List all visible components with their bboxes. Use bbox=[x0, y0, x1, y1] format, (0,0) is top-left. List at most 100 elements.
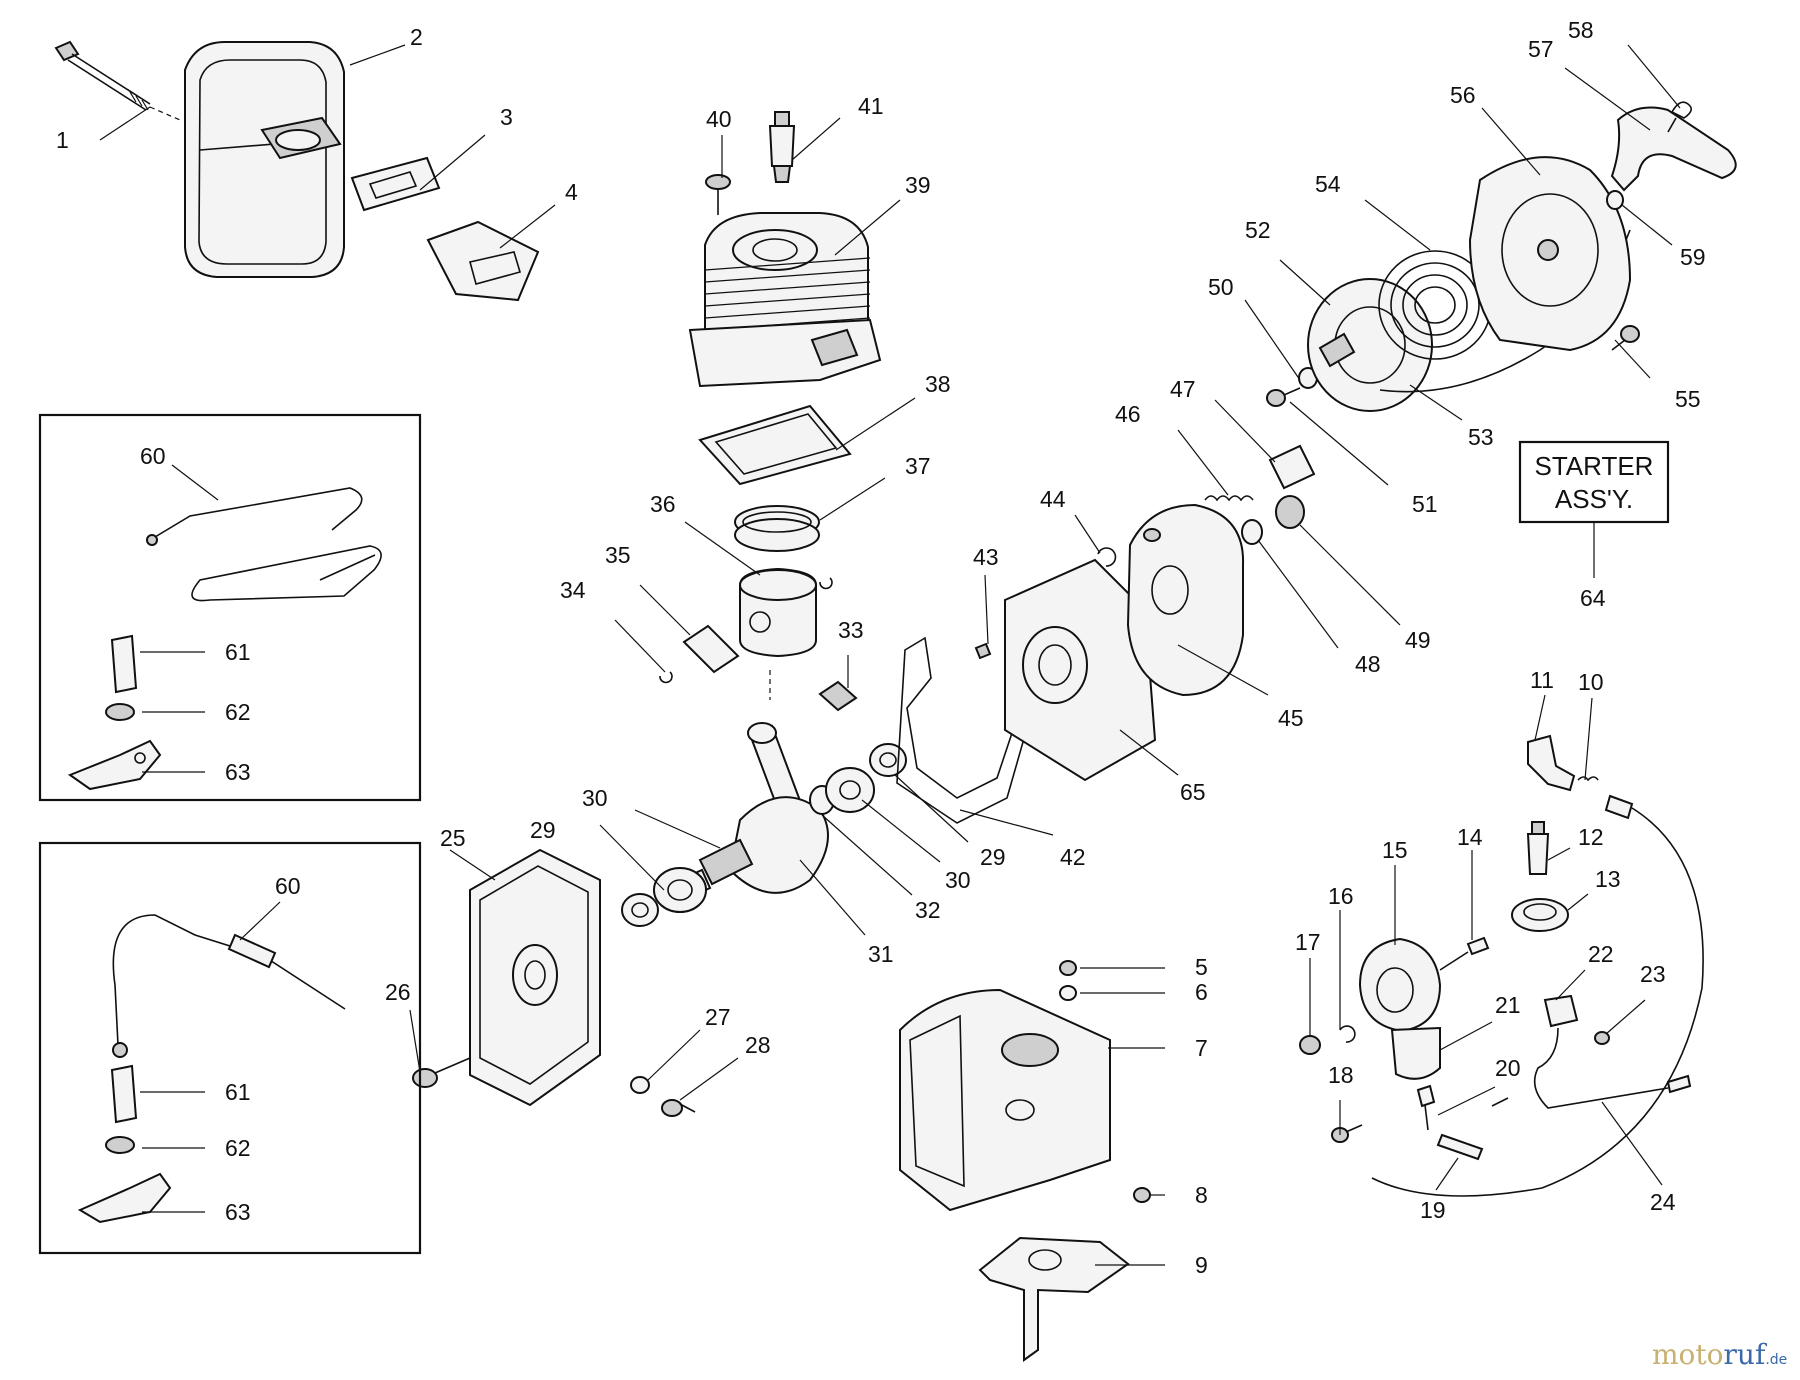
dowel-pin-43 bbox=[974, 642, 992, 660]
label-48: 48 bbox=[1355, 651, 1381, 677]
crankcase-main bbox=[1004, 558, 1157, 782]
washer-6 bbox=[1059, 985, 1077, 1001]
label-4: 4 bbox=[565, 179, 578, 205]
label-24: 24 bbox=[1650, 1189, 1676, 1215]
svg-text:motoruf.de: motoruf.de bbox=[1652, 1338, 1787, 1371]
label-10: 10 bbox=[1578, 669, 1604, 695]
watermark-logo: motoruf.de bbox=[1652, 1338, 1787, 1371]
label-17: 17 bbox=[1295, 929, 1321, 955]
screw-28 bbox=[661, 1099, 696, 1117]
watermark-brand-a: moto bbox=[1652, 1338, 1724, 1371]
ground-wire-24 bbox=[1491, 1027, 1692, 1109]
label-43: 43 bbox=[973, 544, 999, 570]
cylinder bbox=[688, 212, 882, 388]
nut-49 bbox=[1275, 495, 1305, 529]
label-55: 55 bbox=[1675, 386, 1701, 412]
starter-box-line2: ASS'Y. bbox=[1555, 484, 1633, 514]
label-32: 32 bbox=[915, 897, 941, 923]
label-49: 49 bbox=[1405, 627, 1431, 653]
label-39: 39 bbox=[905, 172, 931, 198]
label-28: 28 bbox=[745, 1032, 771, 1058]
label-21: 21 bbox=[1495, 992, 1521, 1018]
label-40: 40 bbox=[706, 106, 732, 132]
screw-5 bbox=[1059, 960, 1077, 976]
label-7: 7 bbox=[1195, 1035, 1208, 1061]
crankcase-gasket bbox=[896, 636, 1028, 824]
label-37: 37 bbox=[905, 453, 931, 479]
label-6: 6 bbox=[1195, 979, 1208, 1005]
label-30-right: 30 bbox=[945, 867, 971, 893]
label-12: 12 bbox=[1578, 824, 1604, 850]
throttle-cable-kit-box-2 bbox=[38, 841, 422, 1255]
screw-23 bbox=[1594, 1031, 1610, 1045]
screw-18 bbox=[1331, 1124, 1363, 1143]
label-41: 41 bbox=[858, 93, 884, 119]
label-31: 31 bbox=[868, 941, 894, 967]
watermark-brand-b: ruf bbox=[1724, 1338, 1768, 1371]
label-27: 27 bbox=[705, 1004, 731, 1030]
label-58: 58 bbox=[1568, 17, 1594, 43]
label-36: 36 bbox=[650, 491, 676, 517]
label-62-box2: 62 bbox=[225, 1135, 251, 1161]
label-23: 23 bbox=[1640, 961, 1666, 987]
label-22: 22 bbox=[1588, 941, 1614, 967]
pawl-spring bbox=[1204, 495, 1254, 502]
label-35: 35 bbox=[605, 542, 631, 568]
crankcase-cover bbox=[1126, 503, 1245, 697]
crank-bearing-right bbox=[825, 767, 875, 813]
piston bbox=[739, 567, 817, 658]
label-60-box2: 60 bbox=[275, 873, 301, 899]
label-26: 26 bbox=[385, 979, 411, 1005]
label-2: 2 bbox=[410, 24, 423, 50]
label-51: 51 bbox=[1412, 491, 1438, 517]
label-42: 42 bbox=[1060, 844, 1086, 870]
label-50: 50 bbox=[1208, 274, 1234, 300]
exhaust-deflector bbox=[426, 220, 540, 302]
label-16: 16 bbox=[1328, 883, 1354, 909]
label-54: 54 bbox=[1315, 171, 1341, 197]
starter-assembly-box: STARTER ASS'Y. bbox=[1518, 440, 1670, 578]
spark-plug-cap bbox=[1527, 734, 1576, 792]
label-18: 18 bbox=[1328, 1062, 1354, 1088]
rope-guide-59 bbox=[1606, 190, 1624, 210]
muffler-gasket bbox=[350, 156, 441, 212]
crank-bearing-left bbox=[653, 867, 707, 913]
stop-switch-22 bbox=[1543, 994, 1579, 1028]
label-53: 53 bbox=[1468, 424, 1494, 450]
watermark-suffix: .de bbox=[1765, 1352, 1787, 1368]
label-61-box1: 61 bbox=[225, 639, 251, 665]
terminal-19-20 bbox=[1416, 1084, 1484, 1161]
throttle-cable-kit-box-1 bbox=[38, 413, 422, 802]
label-33: 33 bbox=[838, 617, 864, 643]
label-8: 8 bbox=[1195, 1182, 1208, 1208]
fan-bracket bbox=[978, 1236, 1130, 1362]
label-62-box1: 62 bbox=[225, 699, 251, 725]
label-56: 56 bbox=[1450, 82, 1476, 108]
cylinder-gasket bbox=[698, 404, 852, 486]
label-65: 65 bbox=[1180, 779, 1206, 805]
fan-cover bbox=[899, 988, 1111, 1212]
boot-13 bbox=[1511, 898, 1569, 932]
pawl bbox=[1268, 444, 1316, 490]
crankshaft bbox=[678, 722, 829, 900]
hv-lead bbox=[1371, 794, 1704, 1197]
spark-plug bbox=[768, 111, 796, 183]
clip-16 bbox=[1339, 1025, 1356, 1043]
label-29-right: 29 bbox=[980, 844, 1006, 870]
crankcase-screw bbox=[412, 1057, 471, 1088]
housing-screw-55 bbox=[1611, 325, 1640, 351]
label-38: 38 bbox=[925, 371, 951, 397]
cylinder-screw bbox=[705, 174, 731, 215]
label-64: 64 bbox=[1580, 585, 1606, 611]
label-52: 52 bbox=[1245, 217, 1271, 243]
muffler bbox=[184, 41, 345, 278]
piston-rings bbox=[734, 505, 820, 552]
label-29-left: 29 bbox=[530, 817, 556, 843]
spark-plug-12 bbox=[1526, 821, 1550, 875]
label-34: 34 bbox=[560, 577, 586, 603]
needle-bearing bbox=[818, 680, 858, 712]
label-5: 5 bbox=[1195, 954, 1208, 980]
label-20: 20 bbox=[1495, 1055, 1521, 1081]
label-63-box1: 63 bbox=[225, 759, 251, 785]
